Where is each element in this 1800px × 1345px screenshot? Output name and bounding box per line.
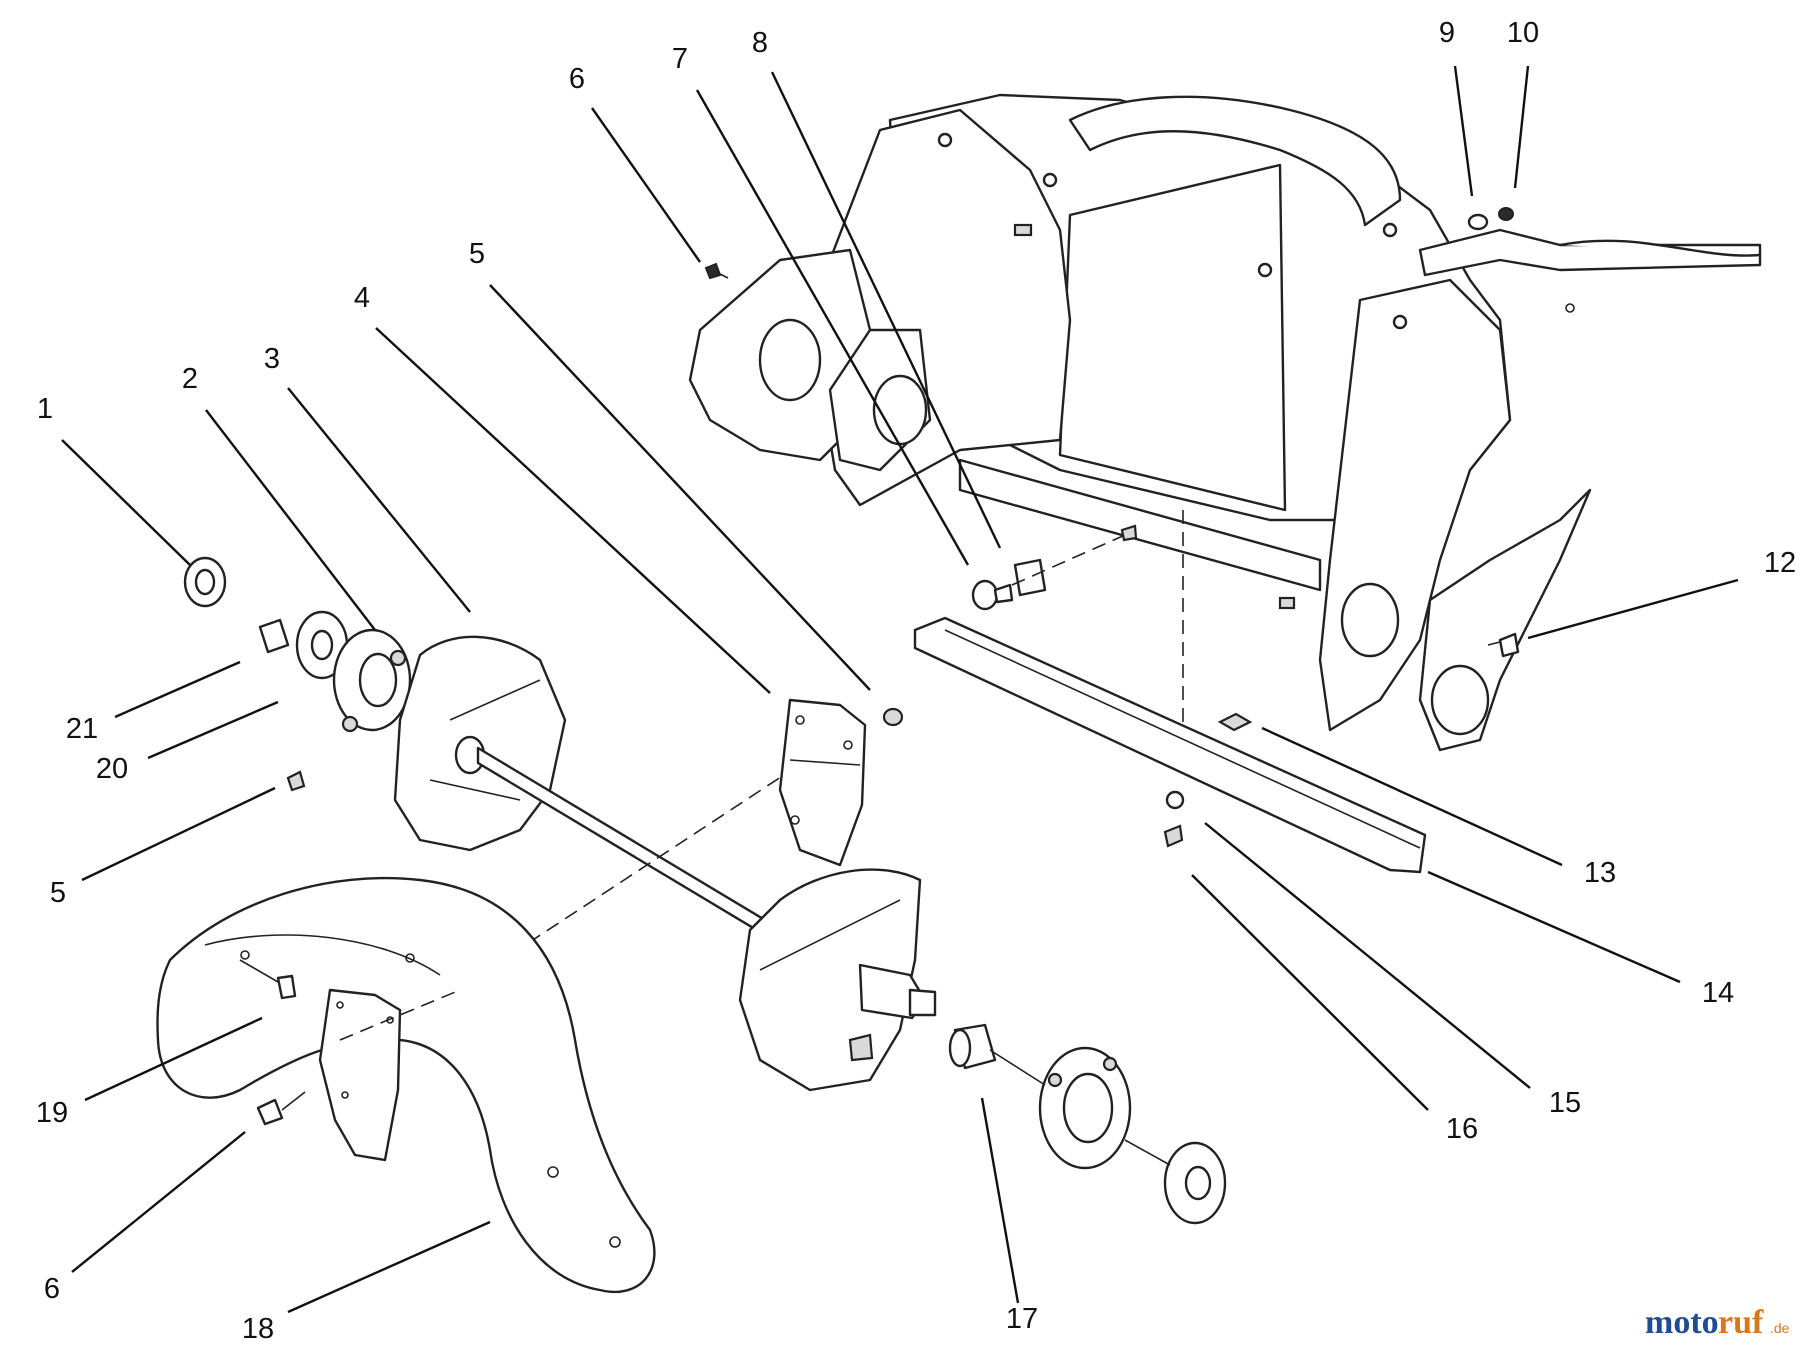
side-bolt — [1487, 632, 1520, 658]
housing-bolt — [704, 262, 729, 280]
scraper-bar — [913, 510, 1427, 874]
callout-number: 12 — [1764, 547, 1796, 579]
watermark-suffix: .de — [1770, 1320, 1790, 1336]
callout-leader-line — [1261, 726, 1563, 867]
watermark-part2: ruf — [1718, 1304, 1764, 1341]
callout-leader-line — [287, 1220, 491, 1314]
callout-number: 3 — [264, 343, 280, 375]
callout-number: 6 — [44, 1273, 60, 1305]
callout-leader-line — [1453, 65, 1474, 197]
watermark-part1: moto — [1645, 1304, 1719, 1341]
watermark-logo: moto ruf .de — [1645, 1304, 1790, 1341]
left-impeller — [393, 635, 861, 956]
callout-leader-line — [1204, 822, 1531, 1089]
callout-number: 15 — [1549, 1087, 1581, 1119]
callout-number: 6 — [569, 63, 585, 95]
callout-leader-line — [591, 107, 701, 263]
callout-number: 5 — [50, 877, 66, 909]
callout-number: 16 — [1446, 1113, 1478, 1145]
callout-leader-line — [1527, 578, 1739, 640]
callout-leader-line — [81, 786, 276, 882]
callout-number: 8 — [752, 27, 768, 59]
paddle-blade — [778, 698, 904, 867]
callout-number: 21 — [66, 713, 98, 745]
callout-number: 5 — [469, 238, 485, 270]
carriage-bolt — [971, 524, 1138, 611]
callout-leader-line — [489, 284, 871, 691]
callout-number: 4 — [354, 282, 370, 314]
callout-leader-line — [147, 700, 279, 760]
callout-number: 17 — [1006, 1303, 1038, 1335]
callout-number: 14 — [1702, 977, 1734, 1009]
washer-and-nut-top — [1467, 207, 1514, 231]
callout-leader-line — [84, 1016, 263, 1102]
auger-housing — [688, 93, 1762, 752]
callout-leader-line — [61, 439, 191, 566]
callout-number: 19 — [36, 1097, 68, 1129]
callout-number: 2 — [182, 363, 198, 395]
callout-leader-line — [205, 409, 376, 631]
callout-number: 13 — [1584, 857, 1616, 889]
callout-leader-line — [1513, 65, 1530, 189]
callout-number: 9 — [1439, 17, 1455, 49]
callout-leader-line — [375, 327, 771, 694]
callout-number: 18 — [242, 1313, 274, 1345]
callout-number: 1 — [37, 393, 53, 425]
callout-leader-line — [71, 1131, 246, 1273]
callout-leader-line — [770, 71, 1002, 549]
right-impeller — [738, 868, 1227, 1225]
callout-number: 7 — [672, 43, 688, 75]
callout-leader-line — [695, 89, 970, 566]
callout-leader-line — [114, 660, 241, 719]
callout-number: 20 — [96, 753, 128, 785]
callout-leader-line — [1427, 870, 1681, 984]
callout-leader-line — [287, 387, 471, 613]
left-bearing-stack — [183, 556, 412, 792]
auger-flight — [156, 876, 656, 1294]
callout-leader-line — [980, 1097, 1020, 1304]
callout-number: 10 — [1507, 17, 1539, 49]
callout-leader-line — [1191, 874, 1429, 1111]
